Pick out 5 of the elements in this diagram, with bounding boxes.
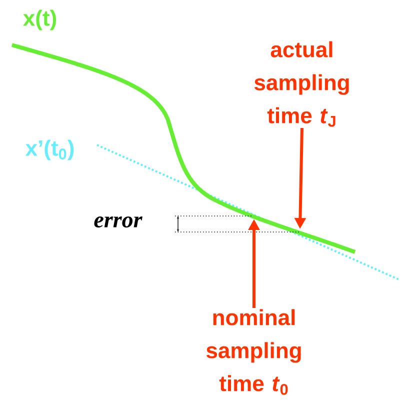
error-label: error xyxy=(94,216,142,228)
callout-text: actual sampling time t$_{J}$ xyxy=(254,41,349,127)
callout-text: nominal sampling time t$_{0}$ xyxy=(206,309,301,395)
label-tangent: x’(t$_{0}$) xyxy=(25,140,74,160)
label-curve: x(t) xyxy=(23,10,56,30)
